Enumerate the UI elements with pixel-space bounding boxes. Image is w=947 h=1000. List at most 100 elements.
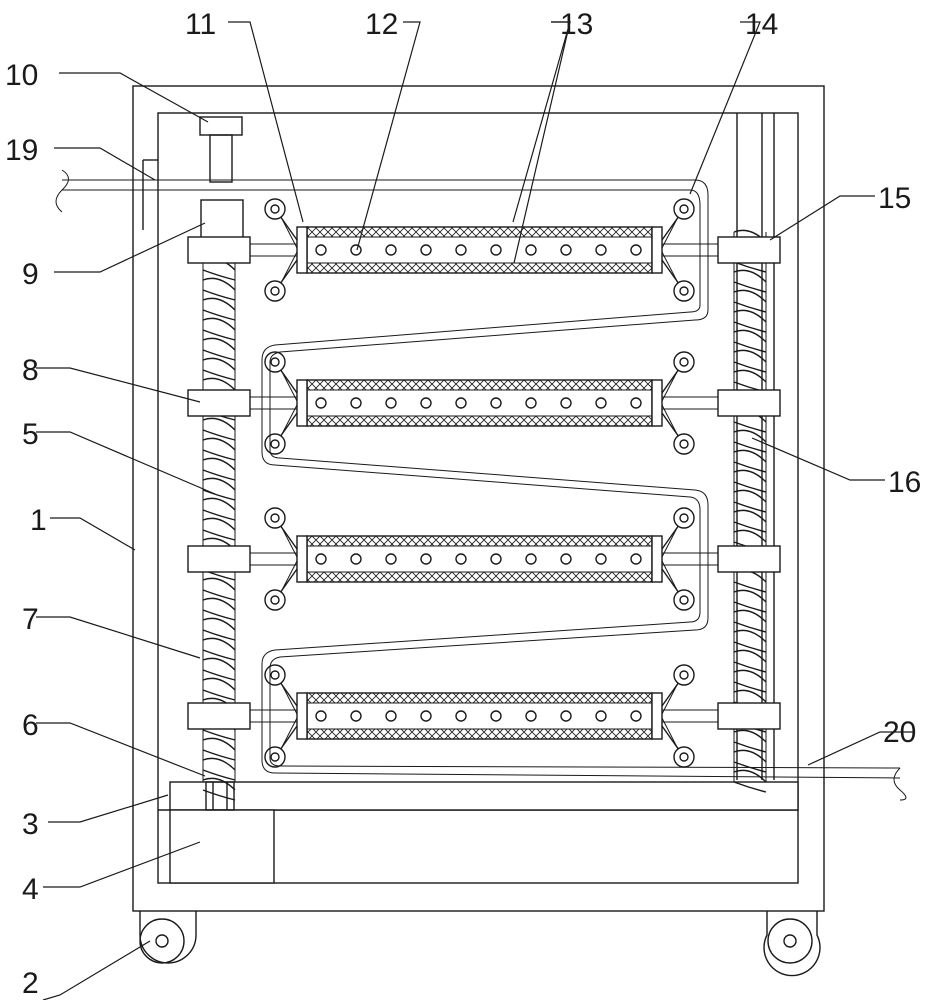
roller-hole — [420, 244, 432, 256]
left-guide-pulley — [264, 507, 286, 529]
left-arm-upper-inner — [280, 369, 298, 402]
roller-mesh-top — [306, 379, 653, 391]
right-slider-block — [717, 236, 781, 264]
roller-hole — [490, 397, 502, 409]
serpentine-belt — [55, 169, 907, 801]
roller-hole — [385, 244, 397, 256]
roller-hole — [455, 710, 467, 722]
roller-hole — [630, 244, 642, 256]
left-arm-lower-inner — [280, 404, 298, 437]
right-guide-pulley — [673, 198, 695, 220]
left-guide-pulley-hub — [270, 752, 280, 762]
roller-end-right — [651, 226, 663, 274]
left-screw-rod — [202, 237, 236, 801]
roller-hole — [350, 553, 362, 565]
roller-row-3 — [187, 507, 781, 611]
left-arm-upper-inner — [280, 525, 298, 558]
roller-hole — [560, 244, 572, 256]
roller-mesh-top — [306, 226, 653, 238]
roller-hole — [490, 553, 502, 565]
top-mount-10 — [199, 116, 243, 183]
leader-lines — [36, 21, 915, 1000]
label-6: 6 — [22, 709, 39, 742]
label-4: 4 — [22, 873, 39, 906]
label-13: 13 — [560, 8, 593, 41]
right-guide-pulley — [673, 589, 695, 611]
roller-mesh-bottom — [306, 262, 653, 274]
label-11: 11 — [185, 8, 216, 41]
roller-hole — [420, 397, 432, 409]
right-guide-pulley-hub — [679, 286, 689, 296]
roller-mesh-bottom — [306, 571, 653, 583]
right-guide-pulley — [673, 280, 695, 302]
right-guide-pulley — [673, 433, 695, 455]
label-8: 8 — [22, 354, 39, 387]
right-arm-lower-inner — [661, 404, 679, 437]
roller-hole — [560, 553, 572, 565]
right-guide-pulley — [673, 746, 695, 768]
screw-shaft-6 — [205, 781, 235, 811]
right-arm-lower-inner — [661, 717, 679, 750]
roller-hole — [315, 397, 327, 409]
label-5: 5 — [22, 418, 39, 451]
right-arm-lower-inner — [661, 251, 679, 284]
reference-labels: 10 19 9 8 5 1 7 6 3 4 2 11 12 13 14 15 1… — [5, 8, 921, 1000]
roller-hole — [315, 244, 327, 256]
right-arm-upper-inner — [661, 525, 679, 558]
left-guide-pulley-hub — [270, 357, 280, 367]
roller-mesh-bottom — [306, 415, 653, 427]
left-guide-pulley — [264, 280, 286, 302]
right-guide-pulley-hub — [679, 439, 689, 449]
right-guide-pulley — [673, 351, 695, 373]
right-arm-upper-inner — [661, 216, 679, 249]
left-slider-block — [187, 389, 251, 417]
right-slider-block — [717, 545, 781, 573]
right-slider-block — [717, 389, 781, 417]
left-guide-pulley-hub — [270, 513, 280, 523]
label-20: 20 — [883, 716, 916, 749]
roller-hole — [630, 397, 642, 409]
label-16: 16 — [888, 466, 921, 499]
roller-hole — [350, 397, 362, 409]
roller-end-left — [296, 379, 308, 427]
roller-hole — [385, 710, 397, 722]
motor-9 — [200, 199, 244, 239]
left-guide-pulley — [264, 351, 286, 373]
roller-hole — [315, 710, 327, 722]
caster-right — [763, 911, 821, 977]
roller-hole — [595, 397, 607, 409]
left-slider-block — [187, 236, 251, 264]
roller-hole — [630, 710, 642, 722]
caster-left — [139, 911, 197, 964]
label-12: 12 — [365, 8, 398, 41]
roller-hole — [385, 397, 397, 409]
roller-hole — [420, 553, 432, 565]
left-arm-upper-inner — [280, 216, 298, 249]
roller-mesh-top — [306, 692, 653, 704]
roller-hole — [490, 710, 502, 722]
roller-end-left — [296, 692, 308, 740]
left-slider-block — [187, 545, 251, 573]
right-arm-upper-inner — [661, 682, 679, 715]
roller-hole — [350, 244, 362, 256]
roller-hole — [525, 244, 537, 256]
roller-hole — [315, 553, 327, 565]
label-15: 15 — [878, 182, 911, 215]
left-inlet-bracket — [142, 159, 158, 230]
roller-end-right — [651, 379, 663, 427]
left-guide-pulley — [264, 589, 286, 611]
roller-hole — [525, 397, 537, 409]
label-1: 1 — [30, 504, 47, 537]
right-guide-pulley-hub — [679, 513, 689, 523]
roller-hole — [490, 244, 502, 256]
left-arm-lower-inner — [280, 251, 298, 284]
left-guide-pulley-hub — [270, 286, 280, 296]
roller-hole — [350, 710, 362, 722]
roller-hole — [420, 710, 432, 722]
left-guide-pulley-hub — [270, 204, 280, 214]
label-19: 19 — [5, 134, 38, 167]
roller-end-right — [651, 692, 663, 740]
left-guide-pulley-hub — [270, 670, 280, 680]
label-3: 3 — [22, 808, 39, 841]
roller-mesh-bottom — [306, 728, 653, 740]
